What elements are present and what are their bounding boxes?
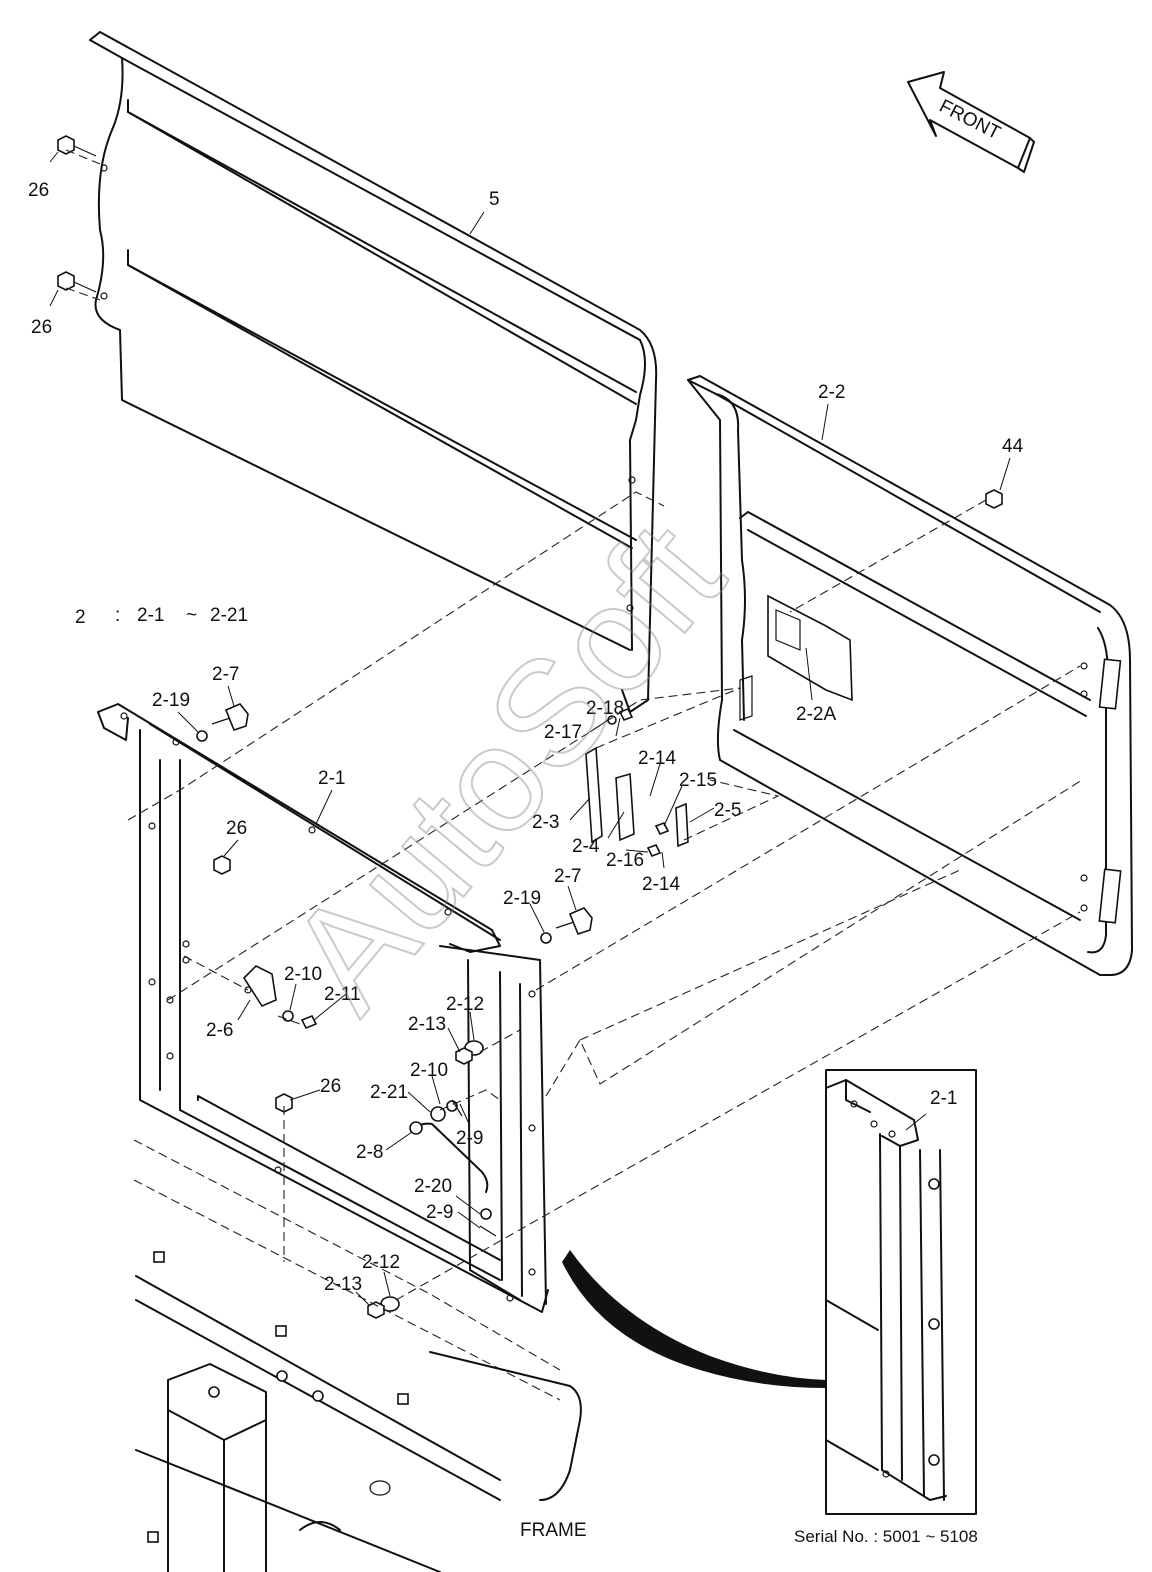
nut-2-13-lower	[367, 1301, 385, 1319]
callout-2-12: 2-12	[446, 994, 484, 1015]
svg-text:AutoSoft: AutoSoft	[256, 492, 755, 1041]
callout-2-16: 2-16	[606, 850, 644, 871]
callout-2-14: 2-14	[638, 748, 676, 769]
serial-number-label: Serial No. : 5001 ~ 5108	[794, 1527, 978, 1546]
callout-2-1-inset: 2-1	[930, 1088, 957, 1109]
callout-2-18: 2-18	[586, 698, 624, 719]
callout-2-2: 2-2	[818, 382, 845, 403]
callout-2-13: 2-13	[408, 1014, 446, 1035]
callout-26: 26	[31, 317, 52, 338]
bracket-2-6	[242, 965, 277, 1008]
watermark-logo: AutoSoft	[255, 491, 756, 1042]
bumper-2-7-lower	[540, 907, 593, 944]
bolt-26-bottom	[275, 1093, 293, 1113]
callout-26: 26	[320, 1076, 341, 1097]
callout-44: 44	[1002, 436, 1024, 457]
bolt-26-upper	[57, 135, 97, 157]
callout-2-10: 2-10	[410, 1060, 448, 1081]
callout-2-9: 2-9	[426, 1202, 453, 1223]
callout-2-21: 2-21	[370, 1082, 408, 1103]
callout-2-13: 2-13	[324, 1274, 362, 1295]
bumper-2-7-upper	[196, 703, 249, 742]
hinge-plate-2-3	[585, 746, 603, 844]
callout-2-6: 2-6	[206, 1020, 233, 1041]
callout-2-19: 2-19	[152, 690, 190, 711]
callout-2-10: 2-10	[284, 964, 322, 985]
callout-2-9: 2-9	[456, 1128, 483, 1149]
base-frame	[133, 1139, 582, 1572]
frame-label: FRAME	[520, 1520, 587, 1541]
inset-detail	[825, 1069, 977, 1515]
hinge-plate-2-5	[675, 802, 689, 848]
front-direction-arrow: FRONT	[907, 71, 1035, 173]
callout-26: 26	[28, 180, 49, 201]
callout-2-17: 2-17	[544, 722, 582, 743]
bolt-26-lower	[57, 271, 97, 293]
bolt-2-11	[300, 1014, 318, 1030]
fastener-2-18	[618, 707, 634, 722]
bolt-26-frame	[213, 855, 231, 875]
front-label: FRONT	[936, 96, 1004, 145]
callout-2-2a: 2-2A	[796, 704, 836, 725]
callout-2-8: 2-8	[356, 1142, 383, 1163]
callout-2-7: 2-7	[212, 664, 239, 685]
bolt-44	[985, 489, 1003, 509]
nut-2-13-upper	[455, 1047, 473, 1065]
callout-labels: 5 26 26 2-2 44 2-2A 2 : 2-1 ~ 2-21 2-7 2…	[28, 180, 1024, 1546]
callout-2-3: 2-3	[532, 812, 559, 833]
callout-2-15: 2-15	[679, 770, 717, 791]
callout-2-7: 2-7	[554, 866, 581, 887]
callout-2-19: 2-19	[503, 888, 541, 909]
assembly-range-tilde: ~	[186, 605, 197, 626]
callout-2-20: 2-20	[414, 1176, 452, 1197]
stay-rod-2-8	[409, 1099, 497, 1237]
callout-26: 26	[226, 818, 247, 839]
assembly-dashed-lines	[65, 149, 1083, 1301]
top-panel-part-5	[89, 31, 658, 713]
frame-part-2-1	[97, 703, 549, 1313]
callout-5: 5	[489, 189, 500, 210]
fastener-2-15	[654, 821, 670, 836]
assembly-range-start: 2-1	[137, 605, 164, 626]
fastener-2-16	[646, 843, 662, 858]
hinge-plate-2-4	[615, 772, 635, 842]
leader-lines	[49, 151, 1011, 1307]
assembly-number: 2	[75, 607, 86, 628]
assembly-range-end: 2-21	[210, 605, 248, 626]
inset-pointer-arrow	[562, 1250, 826, 1388]
washer-2-10-upper	[282, 1010, 294, 1022]
callout-2-1: 2-1	[318, 768, 345, 789]
assembly-separator: :	[115, 605, 120, 626]
door-part-2-2	[687, 375, 1133, 976]
callout-2-12: 2-12	[362, 1252, 400, 1273]
callout-2-14: 2-14	[642, 874, 680, 895]
callout-2-4: 2-4	[572, 836, 600, 857]
callout-2-11: 2-11	[324, 984, 361, 1005]
callout-2-5: 2-5	[714, 800, 741, 821]
